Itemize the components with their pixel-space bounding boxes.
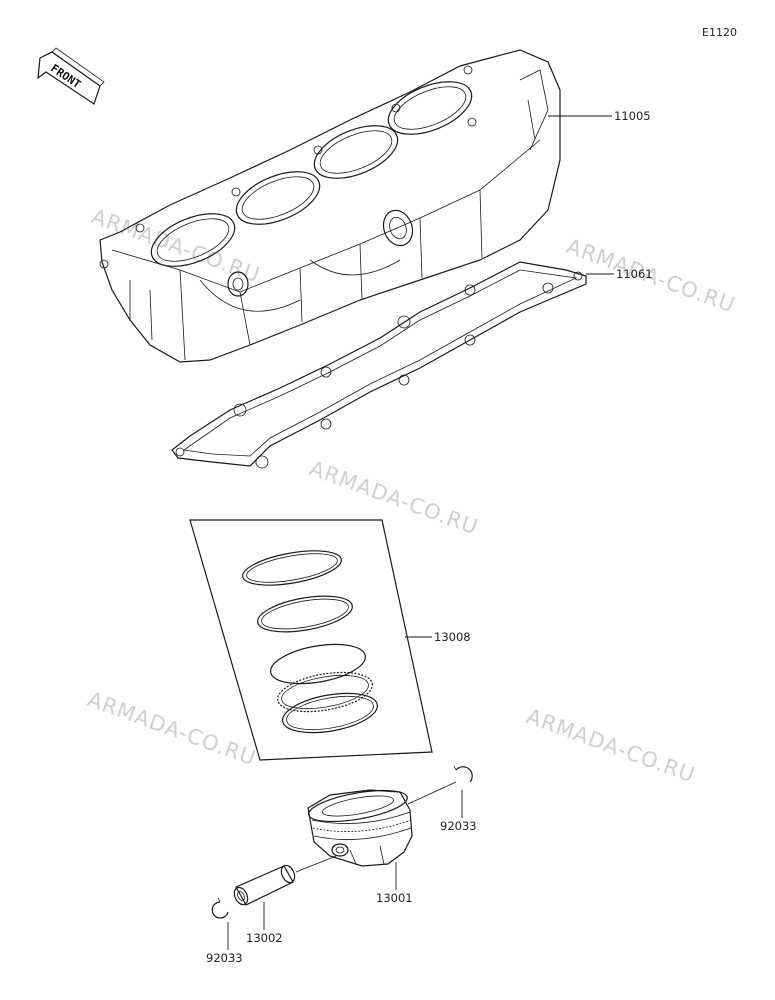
diagram-code: E1120 (702, 26, 737, 39)
callout-piston: 13001 (376, 891, 413, 905)
watermark-1: ARMADA-CO.RU (88, 204, 263, 287)
callout-ring-set: 13008 (434, 630, 471, 644)
watermarks: ARMADA-CO.RU ARMADA-CO.RU ARMADA-CO.RU A… (84, 204, 738, 787)
base-gasket-part (171, 261, 587, 469)
leader-pin (263, 855, 337, 930)
callout-clip-left: 92033 (206, 951, 243, 965)
callout-gasket: 11061 (616, 267, 653, 281)
watermark-3: ARMADA-CO.RU (306, 456, 481, 539)
piston-ring-set-part (189, 519, 433, 761)
callout-clip-right: 92033 (440, 819, 477, 833)
callout-cylinder: 11005 (614, 109, 651, 123)
piston-pin-part (233, 864, 296, 906)
callout-pin: 13002 (246, 931, 283, 945)
piston-part (307, 789, 413, 867)
cylinder-block-part (99, 49, 561, 363)
watermark-5: ARMADA-CO.RU (523, 704, 698, 787)
front-arrow-icon: FRONT (37, 47, 105, 105)
piston-clip-right-part (453, 765, 473, 783)
watermark-4: ARMADA-CO.RU (84, 687, 259, 770)
leader-clip-right (407, 781, 463, 818)
piston-clip-left-part (211, 897, 229, 919)
